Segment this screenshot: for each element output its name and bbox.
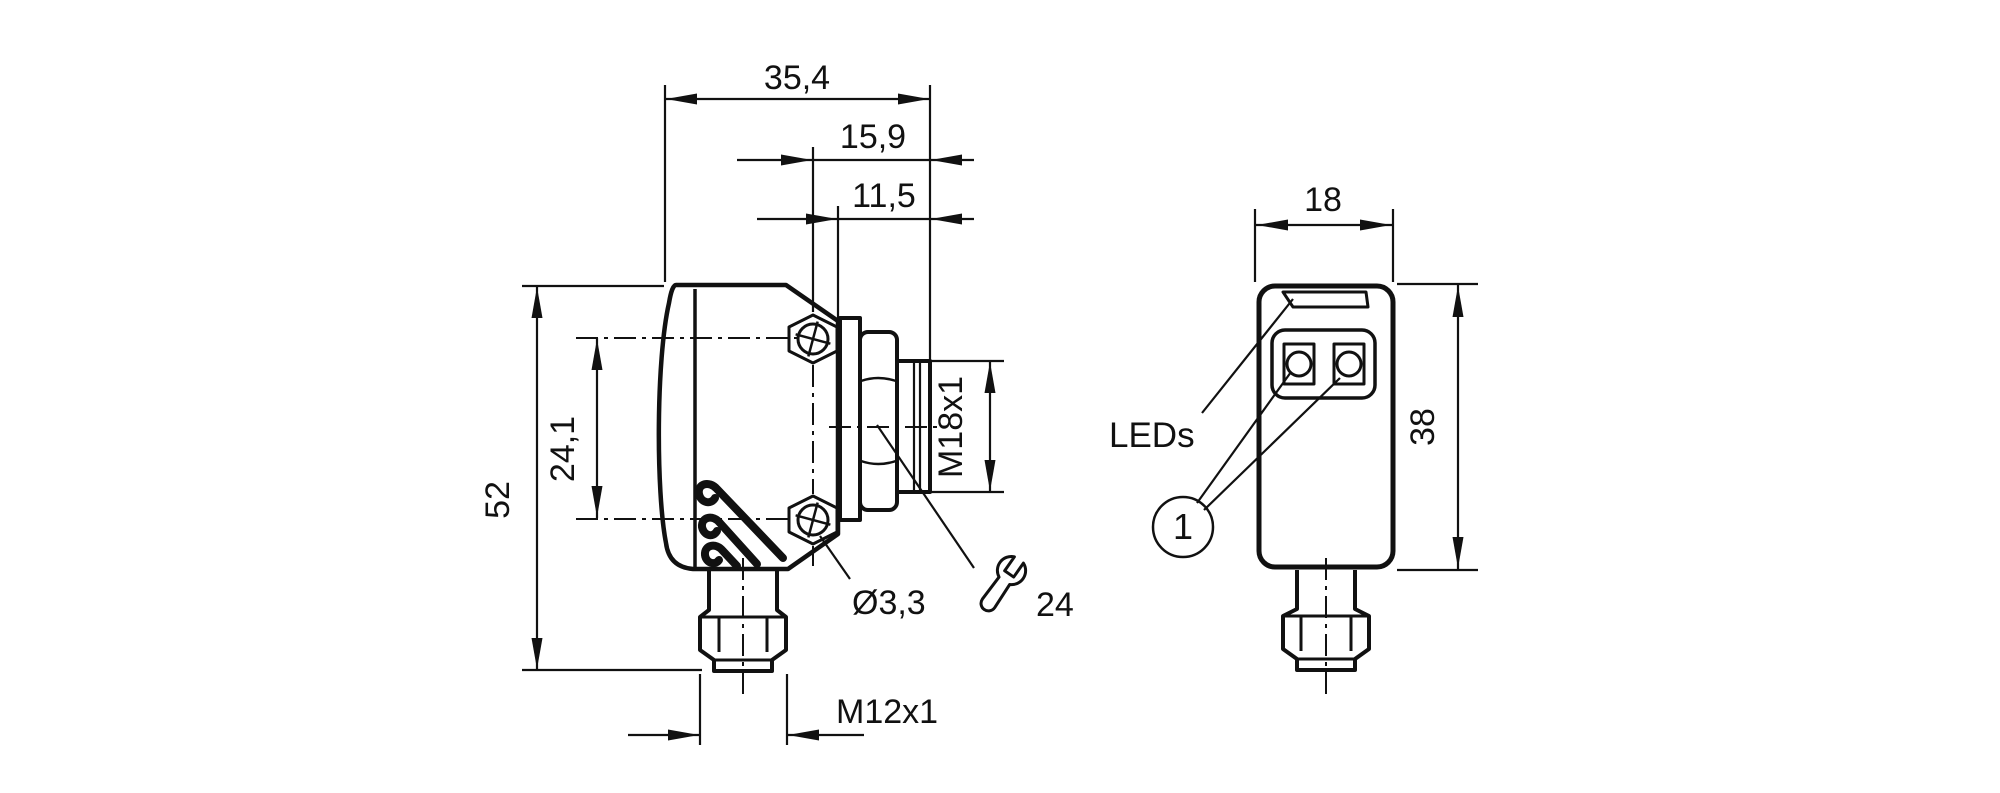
housing-outline — [1256, 283, 1396, 570]
dim-height: 38 — [1397, 282, 1478, 572]
lower-mounting-screw — [787, 494, 839, 546]
nut-facet-line — [860, 459, 897, 466]
wrench-size-callout: 24 — [876, 424, 1074, 624]
wrench-size-label: 24 — [1036, 586, 1074, 624]
phillips-cross-icon — [795, 321, 831, 357]
callout-number: 1 — [1173, 506, 1193, 547]
led-panel — [1270, 328, 1377, 400]
dim-width: 18 — [1253, 181, 1395, 282]
dim-label: 15,9 — [840, 118, 906, 156]
dim-mounting-hole-diameter: Ø3,3 — [819, 535, 926, 622]
hex-boss — [787, 313, 839, 365]
dim-label: 18 — [1304, 181, 1342, 219]
leds-label: LEDs — [1109, 416, 1195, 455]
m12-connector-side — [698, 558, 788, 700]
front-view — [1256, 283, 1396, 698]
dim-overall-height: 52 — [479, 286, 543, 670]
m12-connector-front — [1281, 558, 1371, 698]
dim-axis-to-thread-end: 15,9 — [737, 118, 974, 166]
side-view-dimensions: 35,4 15,9 11,5 52 24,1 — [479, 59, 1074, 745]
leader-line — [1203, 377, 1341, 511]
leader-line — [876, 424, 975, 569]
dim-connector-thread: M12x1 — [628, 693, 938, 741]
front-view-annotations: 18 38 LEDs 1 — [1109, 181, 1478, 572]
dim-label: 38 — [1404, 408, 1442, 446]
led-right — [1335, 350, 1363, 378]
m18-barrel — [829, 316, 940, 522]
dim-label: M12x1 — [836, 693, 938, 731]
dim-label: 11,5 — [852, 177, 916, 215]
front-window-hatch — [694, 480, 787, 570]
nut-facet-line — [860, 376, 897, 383]
dim-label: 52 — [479, 481, 517, 519]
dim-label: Ø3,3 — [852, 584, 926, 622]
callout-circle — [1151, 495, 1215, 559]
dim-overall-width: 35,4 — [665, 59, 930, 105]
callout-1: 1 — [1151, 371, 1341, 559]
dim-label: 35,4 — [764, 59, 830, 97]
led-left — [1285, 350, 1313, 378]
lens-window — [1281, 290, 1370, 309]
leader-line — [1196, 371, 1292, 504]
dim-label: 24,1 — [544, 416, 582, 482]
dim-mounting-hole-spacing: 24,1 — [544, 338, 603, 518]
dim-sensor-thread: M18x1 — [932, 361, 996, 492]
flange — [838, 316, 862, 522]
leds-callout: LEDs — [1109, 298, 1294, 455]
dim-label: M18x1 — [932, 376, 970, 478]
leader-line — [1201, 298, 1294, 414]
led-window-left — [1282, 342, 1316, 386]
phillips-cross-icon — [795, 502, 831, 538]
leader-line — [819, 535, 851, 580]
housing-outline — [656, 282, 841, 572]
side-view — [576, 282, 940, 700]
hex-boss — [787, 494, 839, 546]
dim-thread-protrusion: 11,5 — [757, 177, 974, 225]
screw-head-circle — [796, 503, 830, 537]
wrench-icon — [979, 554, 1028, 613]
led-window-right — [1332, 342, 1366, 386]
lock-nut — [858, 330, 899, 512]
